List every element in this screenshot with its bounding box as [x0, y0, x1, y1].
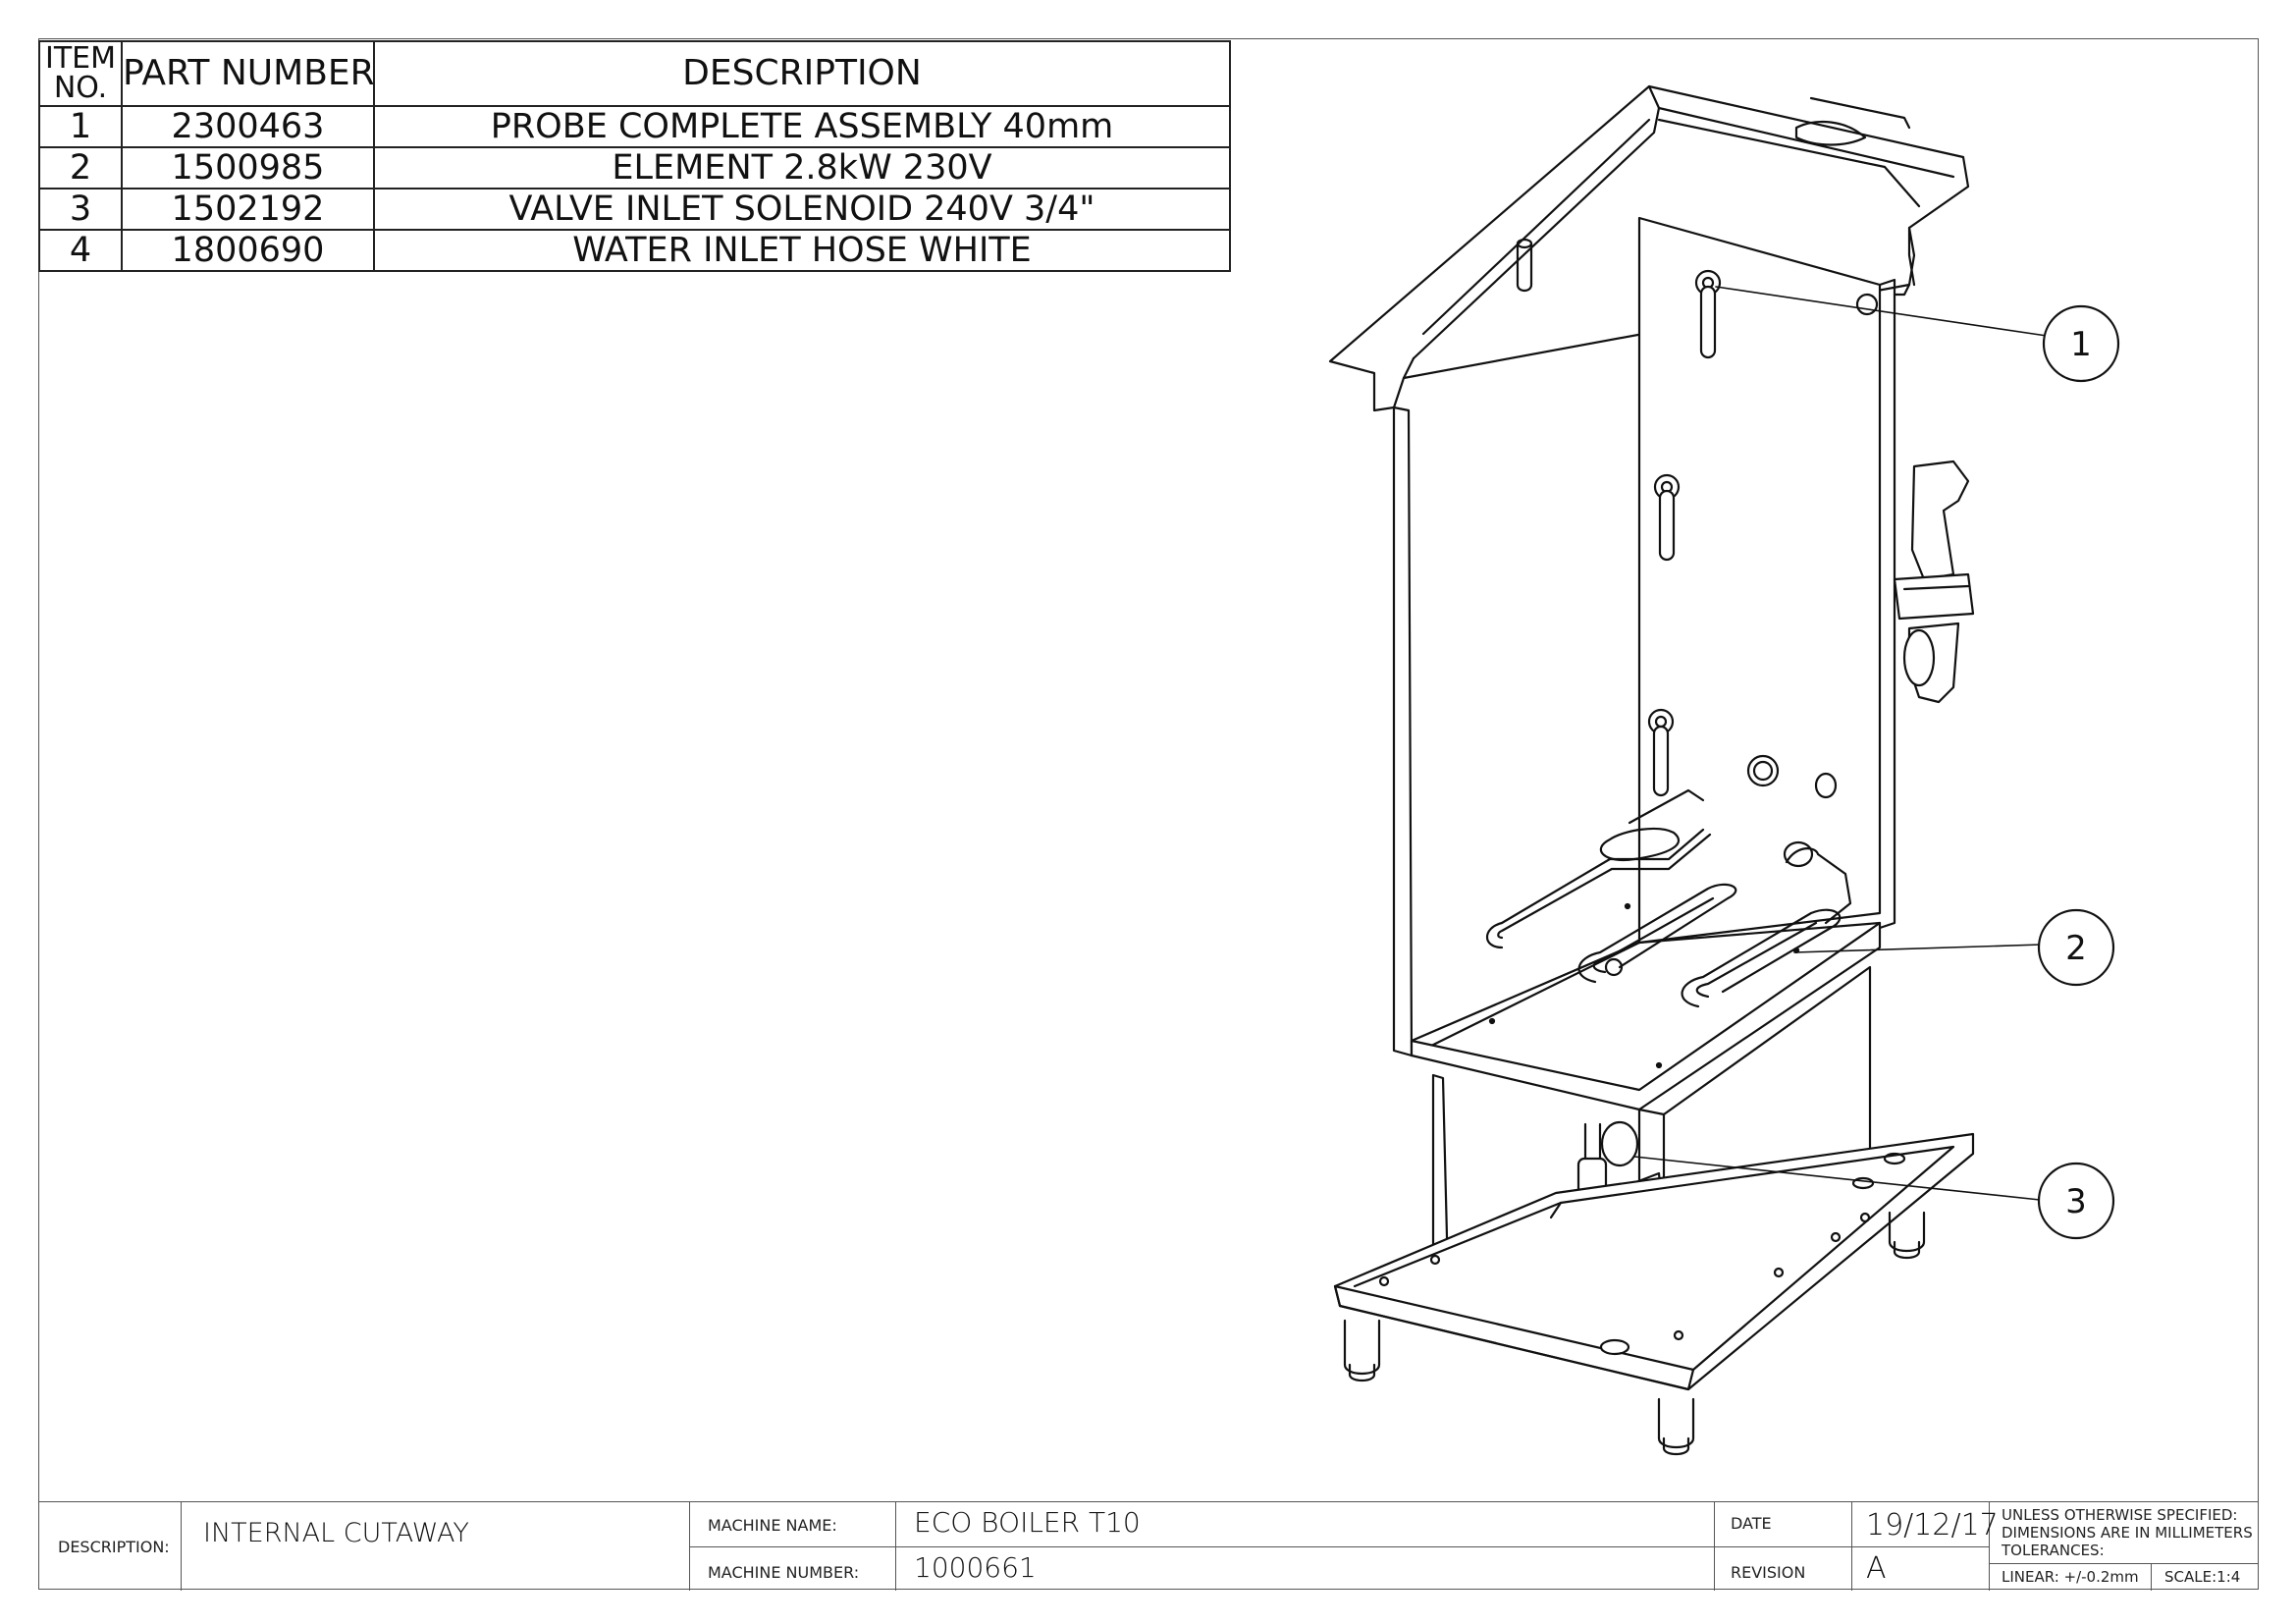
revision-label: REVISION — [1731, 1563, 1806, 1582]
bom-part: 2300463 — [121, 105, 375, 148]
probe-3 — [1647, 708, 1675, 797]
bom-item: 2 — [38, 146, 123, 189]
bom-item: 3 — [38, 188, 123, 231]
bom-row: 1 2300463 PROBE COMPLETE ASSEMBLY 40mm — [38, 105, 1231, 148]
bom-header-item-line1: ITEM — [44, 41, 116, 76]
balloon-1 — [2042, 304, 2120, 383]
back-panel — [1637, 216, 1896, 945]
date-label: DATE — [1731, 1514, 1772, 1533]
tb-cell-desc-label — [38, 1502, 182, 1591]
bill-of-materials: ITEM NO. PART NUMBER DESCRIPTION 1 23004… — [38, 40, 1231, 272]
balloon-1-label: 1 — [2070, 325, 2092, 364]
back-panel-hole — [1855, 293, 1879, 316]
bom-header-description: DESCRIPTION — [373, 40, 1231, 107]
spec-line2: DIMENSIONS ARE IN MILLIMETERS — [2002, 1524, 2253, 1542]
bom-part: 1800690 — [121, 229, 375, 272]
bom-description: PROBE COMPLETE ASSEMBLY 40mm — [373, 105, 1231, 148]
spec-line3: TOLERANCES: — [2002, 1542, 2105, 1559]
tb-divider-scale — [2151, 1563, 2152, 1591]
tb-divider-spec — [1990, 1563, 2259, 1564]
foot-3 — [1888, 1211, 1926, 1260]
bom-header-item-line2: NO. — [53, 71, 108, 105]
revision-value: A — [1866, 1551, 1887, 1586]
bom-header-part: PART NUMBER — [121, 40, 375, 107]
foot-2 — [1657, 1397, 1695, 1456]
machine-name-label: MACHINE NAME: — [708, 1516, 837, 1535]
tolerance-linear: LINEAR: +/-0.2mm — [2002, 1568, 2139, 1586]
spec-line1: UNLESS OTHERWISE SPECIFIED: — [2002, 1506, 2238, 1524]
title-block: DESCRIPTION: INTERNAL CUTAWAY MACHINE NA… — [38, 1501, 2259, 1591]
bom-description: ELEMENT 2.8kW 230V — [373, 146, 1231, 189]
balloon-2-label: 2 — [2065, 929, 2087, 968]
base-plate — [1333, 1132, 1975, 1391]
description-value: INTERNAL CUTAWAY — [203, 1518, 469, 1548]
probe-2 — [1653, 473, 1681, 562]
probe-1 — [1694, 269, 1722, 359]
machine-number-label: MACHINE NUMBER: — [708, 1563, 860, 1582]
bom-header-item: ITEM NO. — [38, 40, 123, 107]
probe-post — [1516, 238, 1533, 293]
heating-element — [1485, 788, 1852, 1008]
bom-row: 4 1800690 WATER INLET HOSE WHITE — [38, 229, 1231, 272]
bom-item: 1 — [38, 105, 123, 148]
tap-spigot — [1893, 460, 1975, 704]
bom-description: WATER INLET HOSE WHITE — [373, 229, 1231, 272]
bom-header-row: ITEM NO. PART NUMBER DESCRIPTION — [38, 40, 1231, 107]
balloon-3 — [2037, 1162, 2115, 1240]
drawing-frame — [38, 38, 2259, 1590]
machine-name-value: ECO BOILER T10 — [914, 1506, 1141, 1539]
bom-description: VALVE INLET SOLENOID 240V 3/4" — [373, 188, 1231, 231]
bom-row: 3 1502192 VALVE INLET SOLENOID 240V 3/4" — [38, 188, 1231, 231]
scale-value: SCALE:1:4 — [2164, 1568, 2241, 1586]
tb-divider — [690, 1546, 1990, 1547]
foot-1 — [1343, 1319, 1381, 1382]
bom-item: 4 — [38, 229, 123, 272]
bom-part: 1502192 — [121, 188, 375, 231]
bom-row: 2 1500985 ELEMENT 2.8kW 230V — [38, 146, 1231, 189]
balloon-2 — [2037, 908, 2115, 987]
leader-lines — [1633, 286, 2048, 1201]
bom-part: 1500985 — [121, 146, 375, 189]
machine-number-value: 1000661 — [914, 1551, 1037, 1584]
description-label: DESCRIPTION: — [58, 1538, 170, 1556]
balloon-3-label: 3 — [2065, 1182, 2087, 1221]
tb-cell-desc-value — [182, 1502, 690, 1591]
date-value: 19/12/17 — [1866, 1508, 1999, 1543]
